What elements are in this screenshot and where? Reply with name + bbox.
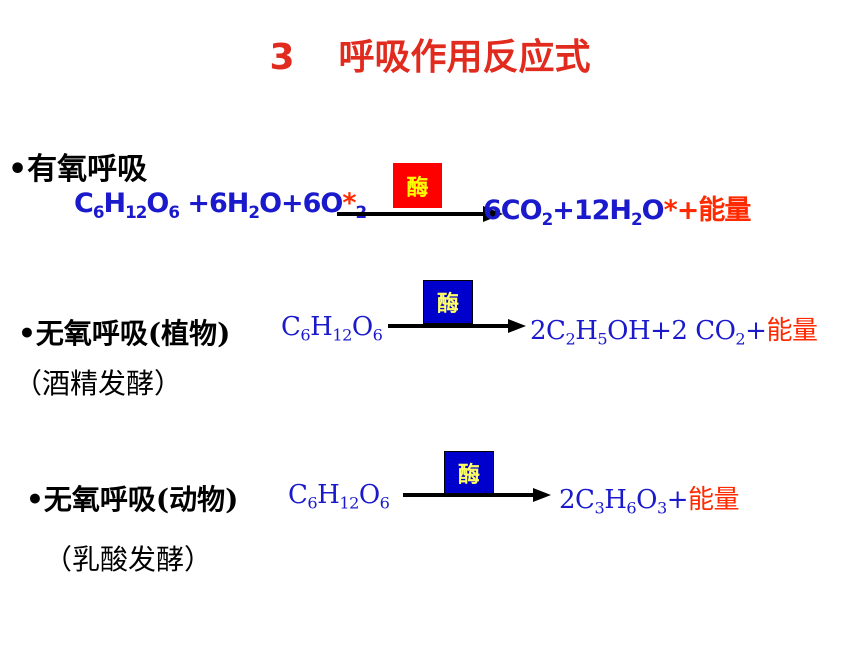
anaerobic-plant-label: •无氧呼吸(植物) <box>18 317 231 350</box>
energy-text: 能量 <box>688 485 740 515</box>
anaerobic-animal-note: （乳酸发酵） <box>44 543 213 576</box>
energy-text: 能量 <box>766 316 818 346</box>
reaction-arrow-animal <box>403 488 551 502</box>
anaerobic-animal-label: •无氧呼吸(动物) <box>26 483 239 516</box>
title-number: 3 <box>269 37 295 78</box>
isotope-star: * <box>663 195 678 226</box>
aerobic-heading: •有氧呼吸 <box>8 152 148 187</box>
anaerobic-animal-reactant: C6H12O6 <box>288 480 390 513</box>
title-text: 呼吸作用反应式 <box>338 37 591 78</box>
aerobic-reactant: C6H12O6 +6H2O+6O*2 <box>74 188 367 222</box>
page-title: 3 呼吸作用反应式 <box>0 28 860 80</box>
aerobic-product: 6CO2+12H2O*+能量 <box>483 195 751 229</box>
anaerobic-plant-product: 2C2H5OH+2 CO2+能量 <box>530 316 818 349</box>
anaerobic-plant-note: （酒精发酵） <box>14 367 183 400</box>
reaction-arrow-plant <box>388 319 526 333</box>
reaction-arrow-aerobic <box>337 206 503 222</box>
anaerobic-plant-reactant: C6H12O6 <box>281 312 383 345</box>
enzyme-box-plant: 酶 <box>423 280 473 324</box>
isotope-star: * <box>342 188 356 219</box>
anaerobic-animal-product: 2C3H6O3+能量 <box>559 485 740 518</box>
energy-text: 能量 <box>698 195 751 226</box>
enzyme-box-animal: 酶 <box>444 451 494 495</box>
enzyme-box-aerobic: 酶 <box>393 163 442 208</box>
